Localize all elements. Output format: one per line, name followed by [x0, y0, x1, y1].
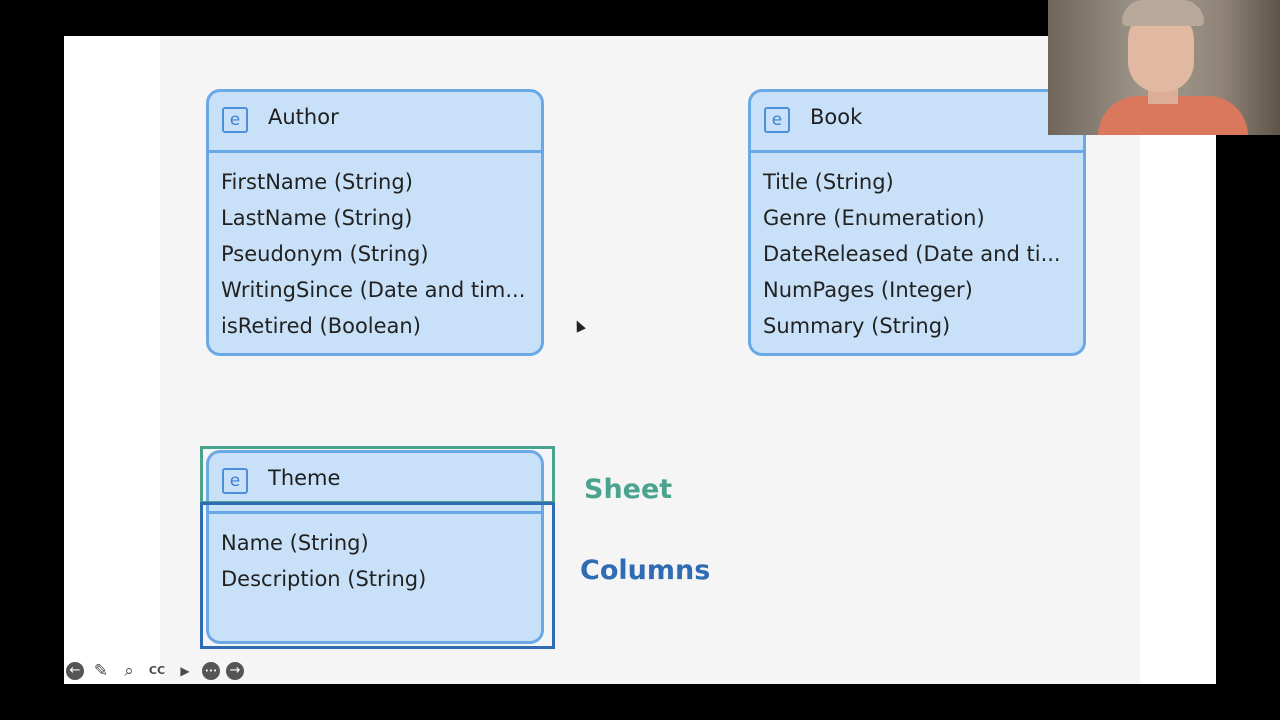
- arrow-right-icon[interactable]: →: [226, 662, 244, 680]
- attribute: Name (String): [221, 531, 369, 555]
- entity-title: Book: [810, 105, 863, 129]
- columns-highlight: [200, 502, 555, 649]
- entity-header: e Book: [751, 92, 1083, 153]
- entity-book[interactable]: e Book Title (String) Genre (Enumeration…: [748, 89, 1086, 356]
- entity-title: Author: [268, 105, 339, 129]
- entity-header: e Theme: [209, 453, 541, 514]
- entity-icon: e: [222, 107, 248, 133]
- attribute-list: Name (String) Description (String): [209, 514, 541, 597]
- attribute-list: FirstName (String) LastName (String) Pse…: [209, 153, 541, 344]
- attribute: Pseudonym (String): [221, 242, 429, 266]
- entity-icon: e: [222, 468, 248, 494]
- sheet-label: Sheet: [584, 474, 673, 505]
- camera-off-icon[interactable]: ▶: [180, 664, 190, 678]
- columns-label: Columns: [580, 555, 711, 586]
- entity-theme[interactable]: e Theme Name (String) Description (Strin…: [206, 450, 544, 644]
- attribute: WritingSince (Date and tim...: [221, 278, 526, 302]
- entity-header: e Author: [209, 92, 541, 153]
- attribute: Title (String): [763, 170, 894, 194]
- attribute: LastName (String): [221, 206, 413, 230]
- webcam-overlay: [1048, 0, 1280, 135]
- entity-author[interactable]: e Author FirstName (String) LastName (St…: [206, 89, 544, 356]
- attribute-list: Title (String) Genre (Enumeration) DateR…: [751, 153, 1083, 344]
- more-icon[interactable]: •••: [202, 662, 220, 680]
- entity-title: Theme: [268, 466, 341, 490]
- attribute: DateReleased (Date and ti...: [763, 242, 1061, 266]
- attribute: Description (String): [221, 567, 427, 591]
- closed-captions-icon[interactable]: CC: [148, 664, 166, 677]
- arrow-left-icon[interactable]: ←: [66, 662, 84, 680]
- attribute: FirstName (String): [221, 170, 413, 194]
- attribute: NumPages (Integer): [763, 278, 973, 302]
- magnifier-icon[interactable]: ⌕: [124, 661, 134, 681]
- attribute: isRetired (Boolean): [221, 314, 421, 338]
- presenter-cap: [1122, 0, 1204, 26]
- pencil-icon[interactable]: ✎: [93, 661, 109, 681]
- sheet-highlight: [200, 446, 555, 504]
- slideshow-controls: ← ✎ ⌕ CC ▶ ••• →: [66, 660, 244, 682]
- attribute: Summary (String): [763, 314, 951, 338]
- attribute: Genre (Enumeration): [763, 206, 985, 230]
- entity-icon: e: [764, 107, 790, 133]
